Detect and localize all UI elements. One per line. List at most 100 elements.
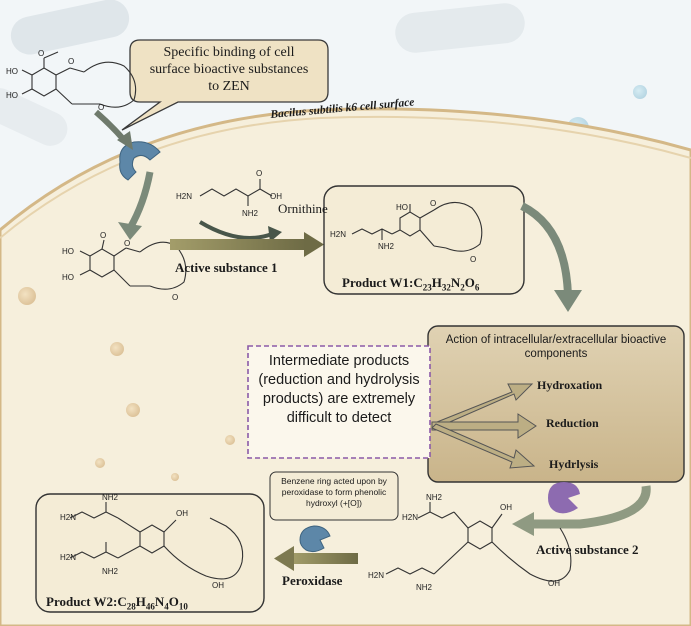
cell-spot [110,342,124,356]
arrow-zen-to-receptor-head [117,131,133,150]
zen-molecule-top [21,51,137,108]
atom-label: NH2 [102,493,119,502]
formula-element: N [450,275,461,290]
atom-label: HO [6,91,18,100]
ornithine-molecule [199,179,273,206]
atom-label: O [98,103,104,112]
benzene-note-text: Benzene ring acted upon by peroxidase to… [281,476,387,508]
atom-label: O [430,199,436,208]
atom-label: H2N [368,571,384,580]
formula-subscript: 46 [145,601,155,612]
formula-element: O [464,275,475,290]
product-w1-label: Product W1:C23H32N2O6 [342,275,479,293]
formula-subscript: 28 [126,601,136,612]
peroxidase-receptor [299,525,331,553]
arrow-w1-to-action [520,202,572,297]
atom-label: H2N [60,513,76,522]
product-w2-molecule [69,502,244,580]
atom-label: OH [212,581,224,590]
arrow-w1-to-action-head [554,290,582,312]
bg-bacterium-shape [10,0,130,55]
atom-label: NH2 [416,583,433,592]
atom-label: NH2 [426,493,443,502]
product-w2-label: Product W2:C28H46N4O10 [46,594,188,612]
reduction-label: Reduction [546,416,599,430]
intermediate-box [247,345,431,459]
bg-bacterium-shape [395,3,525,53]
arrow-ornithine-curve [198,220,273,240]
bg-bacterium-shape [0,88,68,146]
cell-spot [18,287,36,305]
cell-spot [225,435,235,445]
atom-label: H2N [60,553,76,562]
formula-subscript: 32 [441,282,451,293]
arrow-ornithine-curve-head [268,226,282,242]
atom-label: HO [6,67,18,76]
atom-label: OH [270,192,282,201]
atom-label: H2N [176,192,192,201]
ornithine-label: Ornithine [278,201,328,216]
formula-element: N [154,594,165,609]
arrow-peroxidase-shaft [292,553,358,564]
cell-spot [171,473,179,481]
active-substance-2-label: Active substance 2 [536,542,639,557]
cell-spot [126,403,140,417]
atom-label: HO [396,203,408,212]
cell-wall-inner [0,115,691,239]
formula-subscript: 4 [164,601,169,612]
active-substance-2-product-molecule [385,502,572,582]
arrow-active-substance-1-head [304,232,324,257]
arrow-zen-to-receptor [94,109,127,142]
atom-label: O [124,239,130,248]
formula-element: H [431,275,442,290]
atom-label: NH2 [102,567,119,576]
atom-label: O [38,49,44,58]
product-w1-box [323,185,525,295]
bg-bubble [633,85,647,99]
arrow-peroxidase-head [274,546,294,571]
arrow-to-active-substance-2 [532,485,651,529]
formula-subscript: 2 [460,282,465,293]
atom-label: NH2 [378,242,395,251]
arrow-active-substance-1-shaft [170,239,306,250]
atom-label: O [172,293,178,302]
atom-label: O [100,231,106,240]
atom-label: O [256,169,262,178]
formula-element: C [117,594,127,609]
formula-element: H [135,594,146,609]
arrow-receptor-to-zen [126,171,154,230]
product-w2-formula: C28H46N4O10 [117,594,188,612]
product-w1-molecule [351,201,483,252]
product-w2-prefix: Product W2: [46,594,118,609]
active-substance-1-label: Active substance 1 [175,260,278,275]
formula-subscript: 10 [178,601,188,612]
benzene-note-box [269,471,399,521]
binding-callout-box [121,39,329,131]
atom-label: NH2 [242,209,259,218]
arrow-receptor-to-zen-head [118,222,142,240]
product-w2-box [35,493,265,613]
atom-label: O [470,255,476,264]
cell-spot [95,458,105,468]
atom-label: HO [62,247,74,256]
atom-label: O [68,57,74,66]
zen-molecule-middle [79,239,187,290]
active-substance-2-enzyme [548,482,580,514]
atom-label: H2N [402,513,418,522]
formula-element: O [168,594,179,609]
binding-callout-text: Specific binding of cell surface bioacti… [149,45,309,94]
branch-arrow-hydrlysis [431,423,536,469]
hydrlysis-label: Hydrlysis [549,457,599,471]
atom-label: OH [500,503,512,512]
product-w1-prefix: Product W1: [342,275,414,290]
atom-label: OH [176,509,188,518]
action-box-title: Action of intracellular/extracellular bi… [445,334,667,360]
atom-label: HO [62,273,74,282]
cell-surface-receptor [119,141,161,181]
arrow-to-active-substance-2-head [512,512,534,536]
peroxidase-label: Peroxidase [282,573,343,588]
hydroxation-label: Hydroxation [537,378,603,392]
atom-label: H2N [330,230,346,239]
product-w1-formula: C23H32N2O6 [413,275,479,293]
